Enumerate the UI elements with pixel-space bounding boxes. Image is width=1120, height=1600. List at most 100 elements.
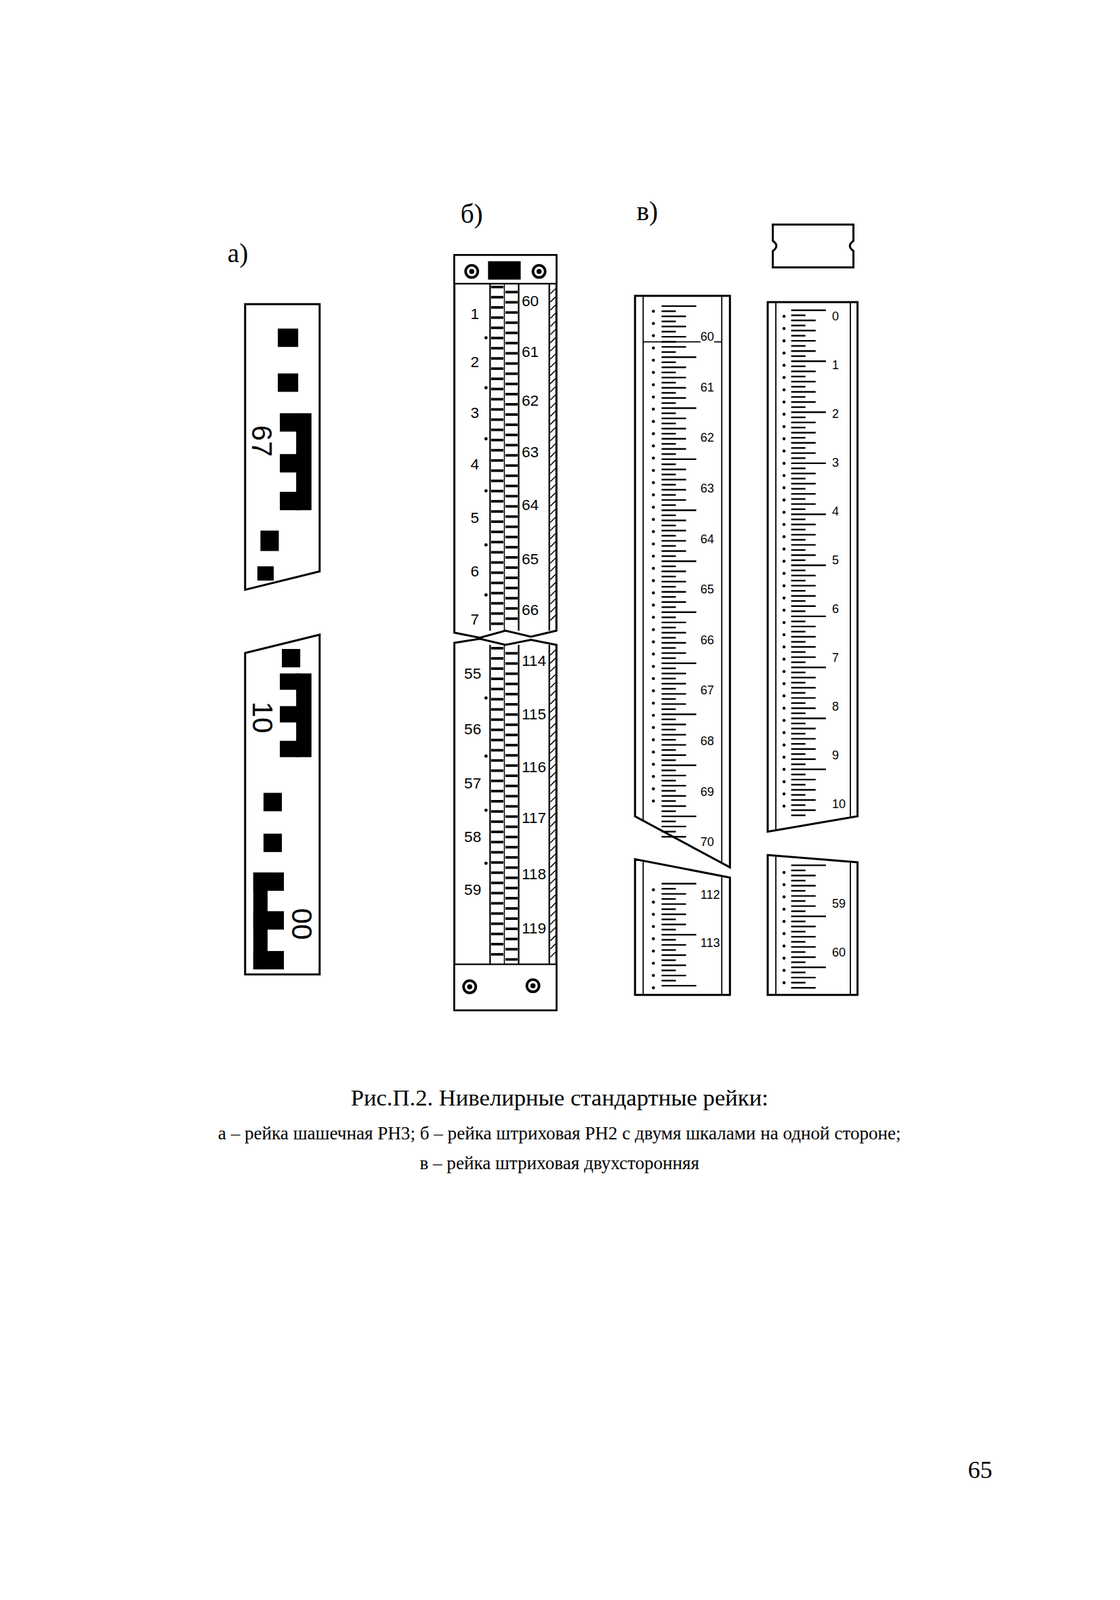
dot xyxy=(651,358,656,362)
scale-check xyxy=(505,672,518,676)
side-hatch xyxy=(550,615,556,621)
channel-line xyxy=(720,877,723,996)
scale-tick xyxy=(661,698,676,700)
scale-tick xyxy=(791,687,816,689)
scale-check xyxy=(505,774,518,778)
checker-block xyxy=(253,911,284,930)
scale-tick xyxy=(661,509,696,511)
scale-tick xyxy=(661,525,676,527)
checker-block xyxy=(263,792,282,812)
scale-edge xyxy=(489,283,491,631)
scale-tick xyxy=(791,951,806,953)
scale-tick xyxy=(661,939,676,941)
scale-check xyxy=(491,592,504,595)
dot xyxy=(782,670,786,674)
scale-tick xyxy=(661,407,696,409)
panel-letter: б) xyxy=(460,201,484,228)
dot xyxy=(782,657,786,662)
scale-number: 3 xyxy=(470,405,480,422)
scale-tick xyxy=(791,763,806,765)
scale-tick xyxy=(791,961,806,963)
scale-tick xyxy=(791,646,816,648)
scale-tick xyxy=(661,764,696,767)
scale-tick xyxy=(661,672,686,675)
scale-tick xyxy=(791,350,816,352)
scale-check xyxy=(505,947,518,951)
scale-tick xyxy=(661,749,676,751)
side-hatch xyxy=(550,443,556,450)
checker-block xyxy=(279,741,301,758)
scale-tick xyxy=(661,305,696,307)
scale-number: 119 xyxy=(521,921,547,938)
scale-tick xyxy=(791,769,826,771)
side-hatch xyxy=(550,501,556,507)
scale-number: 70 xyxy=(700,836,715,849)
side-hatch xyxy=(550,517,556,524)
rod-piece xyxy=(454,255,557,639)
scale-tick xyxy=(661,463,676,465)
checker-block xyxy=(260,530,279,551)
side-hatch xyxy=(550,370,556,377)
scale-edge xyxy=(517,283,520,631)
dot xyxy=(782,768,786,772)
scale-tick xyxy=(791,722,806,725)
side-hatch xyxy=(550,739,556,746)
rod-digit: 10 xyxy=(247,701,277,734)
side-hatch xyxy=(550,329,556,336)
screw xyxy=(465,265,478,278)
side-hatch xyxy=(550,838,556,844)
scale-tick xyxy=(661,949,676,951)
rod-piece xyxy=(634,296,730,868)
scale-tick xyxy=(791,900,806,902)
scale-tick xyxy=(661,743,686,746)
scale-check xyxy=(505,443,518,447)
scale-check xyxy=(491,408,504,412)
scale-tick xyxy=(791,549,806,551)
dot xyxy=(651,762,656,767)
dot xyxy=(651,962,656,966)
scale-number: 9 xyxy=(832,749,839,762)
rod-piece xyxy=(634,859,730,995)
scale-tick xyxy=(791,692,806,694)
scale-number: 63 xyxy=(700,482,715,495)
scale-tick xyxy=(661,652,686,654)
caption-note: а – рейка шашечная РН3; б – рейка штрихо… xyxy=(218,1125,902,1144)
scale-check xyxy=(505,495,518,499)
scale-tick xyxy=(791,804,806,806)
scale-check xyxy=(505,846,518,849)
scale-check xyxy=(491,357,504,360)
side-hatch xyxy=(550,296,556,303)
dot xyxy=(651,395,656,400)
scale-tick xyxy=(661,540,686,542)
dot xyxy=(782,883,786,887)
side-hatch xyxy=(550,533,556,540)
scale-tick xyxy=(661,667,676,669)
dot xyxy=(651,652,656,656)
scale-tick xyxy=(791,661,806,663)
side-hatch xyxy=(550,878,556,885)
scale-check xyxy=(505,764,518,767)
panel-letter: а) xyxy=(227,239,248,267)
dot xyxy=(782,412,786,417)
scale-check xyxy=(505,392,518,396)
dot xyxy=(484,386,488,390)
scale-tick xyxy=(791,462,826,465)
scale-check xyxy=(505,423,518,427)
scale-number: 66 xyxy=(700,634,715,647)
dot xyxy=(782,755,786,759)
scale-check xyxy=(505,815,518,819)
scale-check xyxy=(505,596,518,600)
scale-tick xyxy=(791,905,816,907)
scale-check xyxy=(491,739,504,742)
side-hatch xyxy=(550,870,556,877)
scale-number: 115 xyxy=(521,706,547,723)
scale-check xyxy=(505,474,518,477)
scale-tick xyxy=(791,390,816,393)
scale-tick xyxy=(791,651,806,653)
scale-tick xyxy=(661,934,696,936)
scale-tick xyxy=(661,545,676,547)
dot xyxy=(782,559,786,564)
side-hatch xyxy=(550,674,556,681)
scale-tick xyxy=(661,397,686,399)
scale-number: 4 xyxy=(832,505,839,518)
